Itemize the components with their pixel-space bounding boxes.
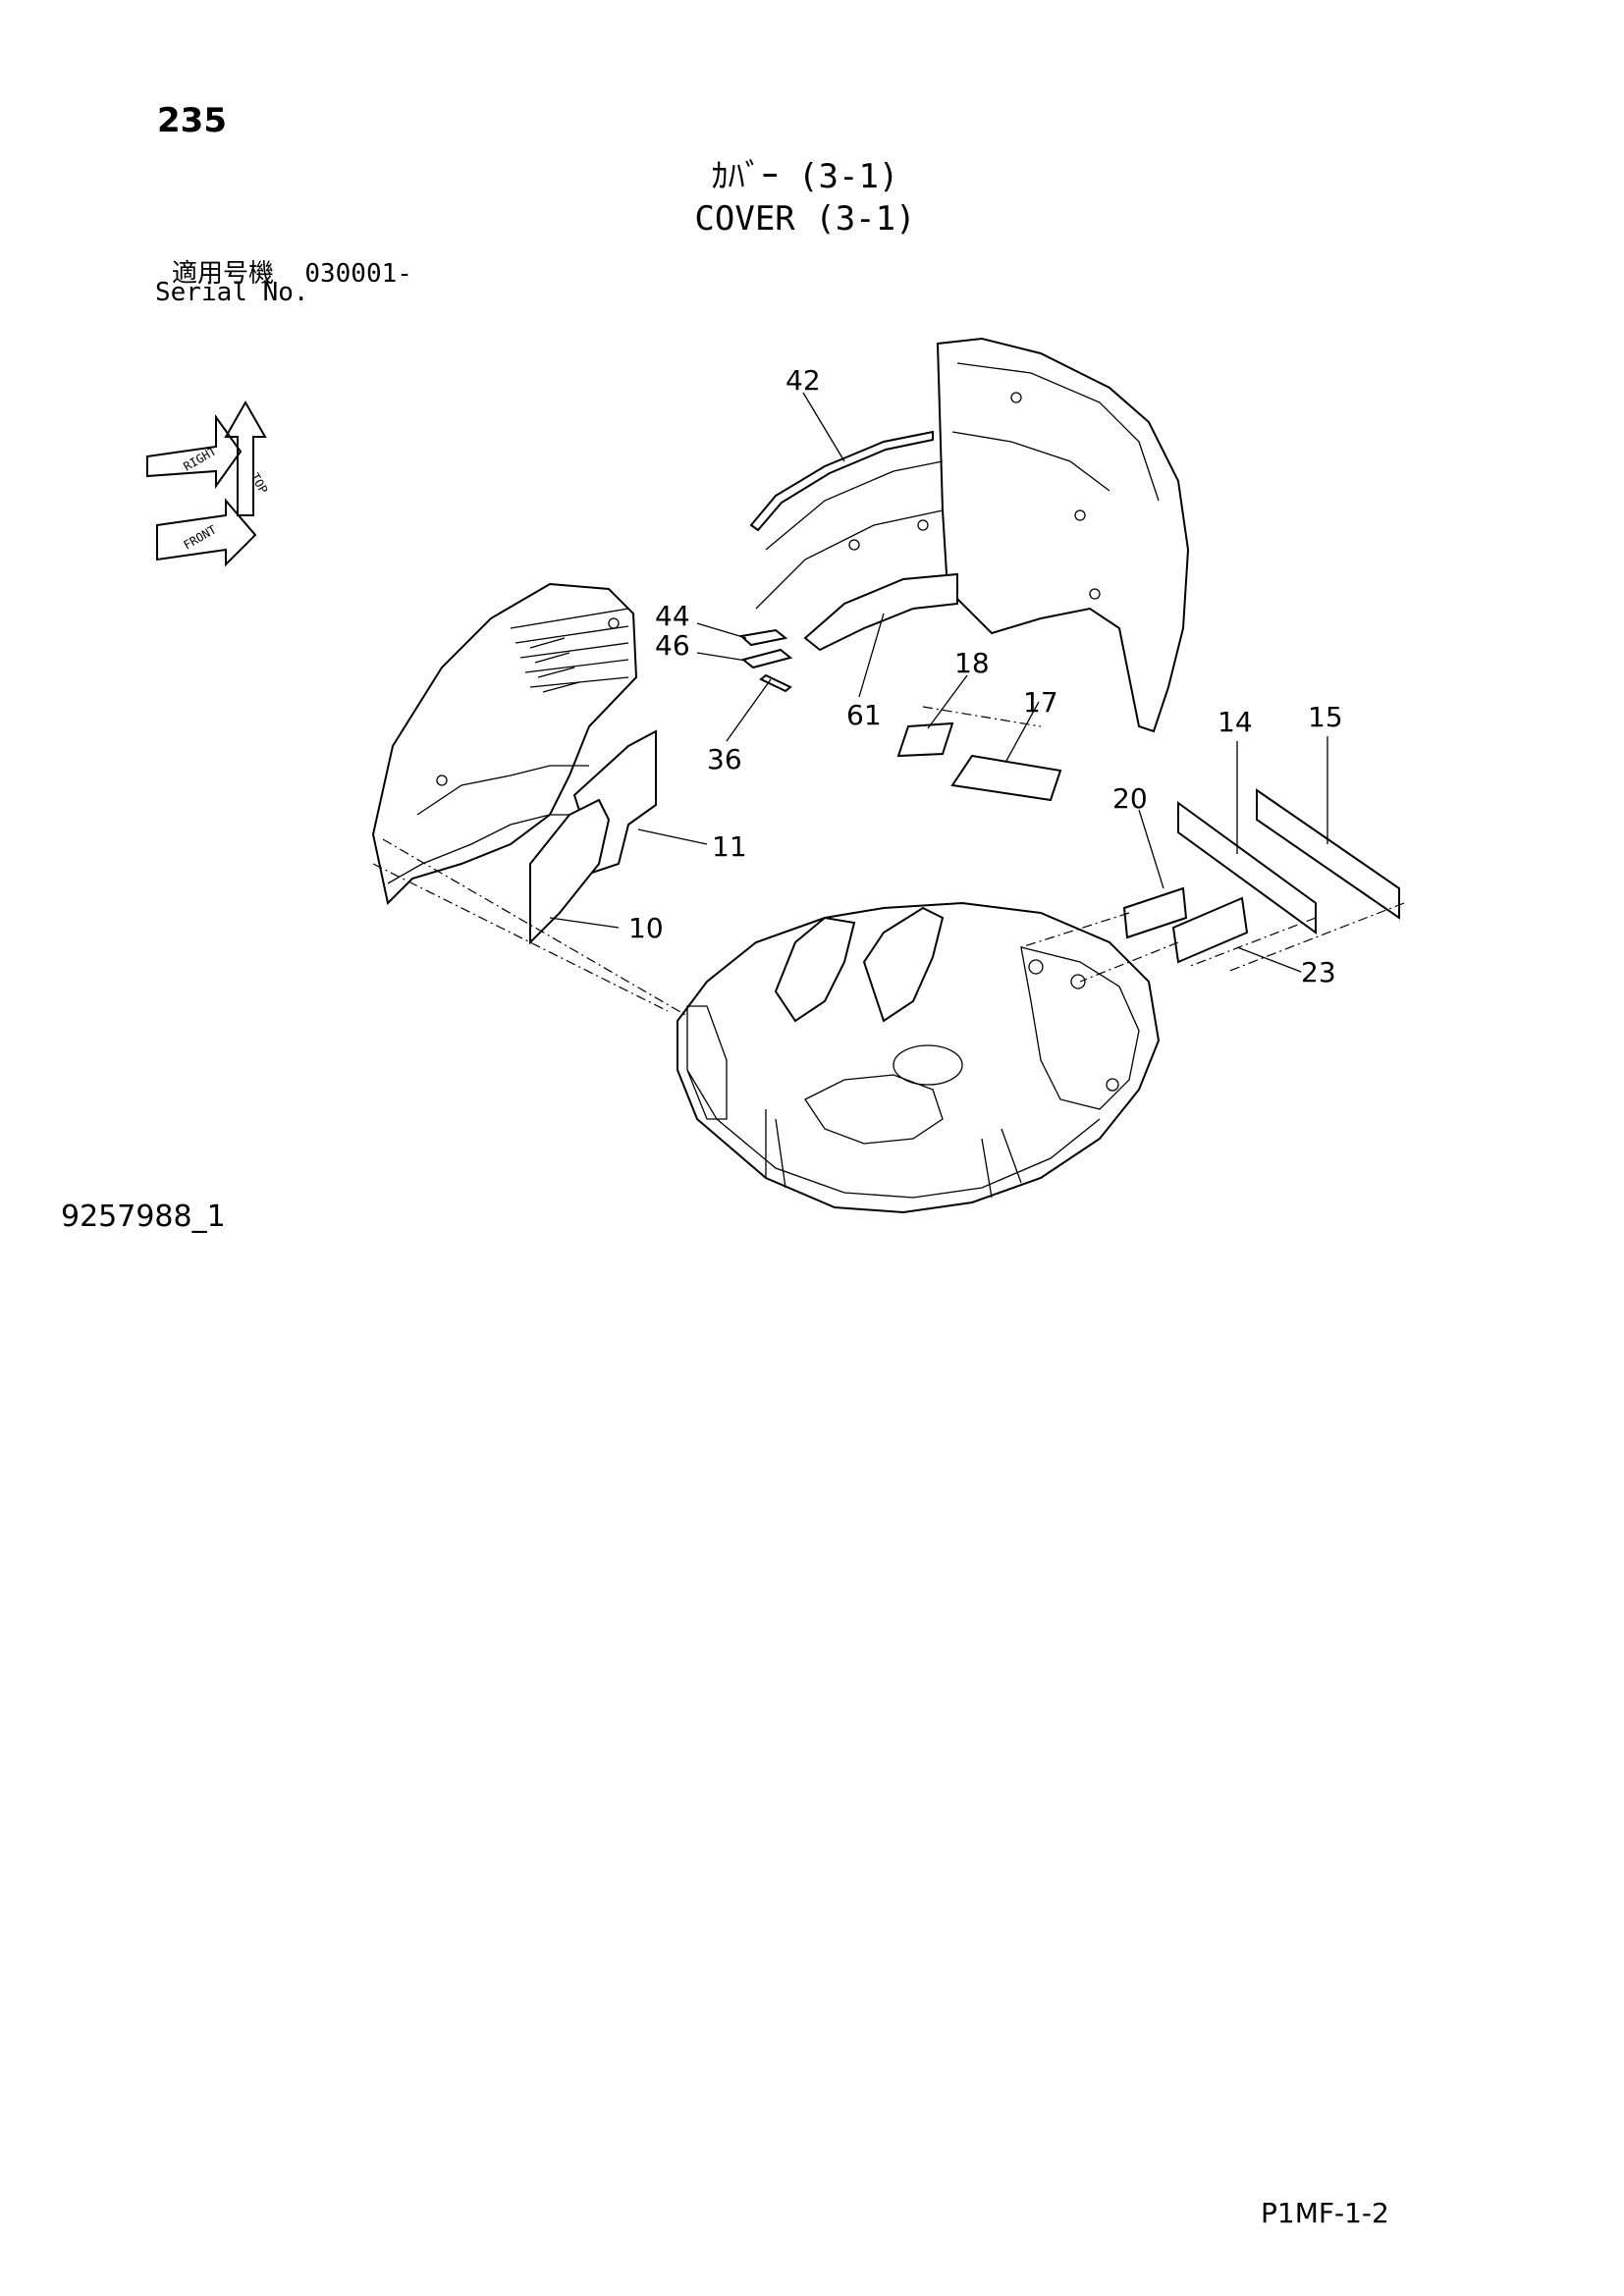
callout-61: 61 — [846, 699, 882, 731]
page-number: 235 — [157, 101, 227, 140]
part-46-pad — [740, 648, 793, 669]
drawing-id: 9257988_1 — [61, 1200, 226, 1234]
alignment-line — [1226, 902, 1405, 973]
part-23-plate — [1171, 896, 1249, 964]
alignment-line — [1079, 941, 1179, 983]
callout-23: 23 — [1301, 956, 1336, 988]
side-cover-left-louvered — [371, 582, 638, 906]
orientation-label-top: TOP — [247, 471, 270, 497]
part-44-pad — [738, 628, 788, 647]
orientation-arrows-icon: RIGHT TOP FRONT — [146, 400, 270, 567]
leader-lines — [549, 392, 1328, 973]
part-18-pad — [896, 721, 954, 758]
alignment-line — [372, 863, 669, 1012]
part-61-insulation-pad — [803, 572, 958, 652]
part-14-plate — [1177, 801, 1317, 934]
page-title-english: COVER (3-1) — [694, 199, 916, 239]
side-cover-panel-right — [755, 337, 1190, 733]
part-17-pad — [950, 754, 1062, 802]
callout-36: 36 — [707, 743, 742, 775]
callout-15: 15 — [1308, 701, 1343, 733]
alignment-line — [1020, 912, 1130, 948]
part-36-strip — [759, 673, 792, 693]
alignment-line — [922, 706, 1042, 727]
callout-44: 44 — [655, 600, 690, 632]
callout-17: 17 — [1023, 686, 1058, 719]
serial-label-japanese: 適用号機 — [172, 259, 275, 289]
callout-11: 11 — [712, 830, 747, 863]
alignment-line — [1187, 917, 1317, 968]
upper-frame-assembly — [677, 901, 1161, 1214]
callout-10: 10 — [628, 912, 664, 944]
page-title-japanese: ｶﾊﾞｰ (3-1) — [711, 157, 899, 196]
orientation-label-front: FRONT — [182, 522, 219, 552]
callout-20: 20 — [1112, 782, 1148, 815]
serial-value: 030001- — [304, 259, 412, 289]
callout-14: 14 — [1218, 706, 1253, 738]
part-42-seal-strip — [749, 430, 934, 532]
page-code: P1MF-1-2 — [1261, 2197, 1389, 2229]
callout-18: 18 — [954, 647, 990, 679]
callout-42: 42 — [785, 364, 821, 397]
callout-46: 46 — [655, 629, 690, 662]
serial-label-english: Serial No. — [155, 278, 309, 307]
part-15-plate — [1256, 788, 1400, 920]
part-10-insulation-panel — [529, 798, 611, 945]
serial-applicability: 適用号機 030001- — [172, 253, 412, 290]
part-20-plate — [1122, 886, 1188, 939]
